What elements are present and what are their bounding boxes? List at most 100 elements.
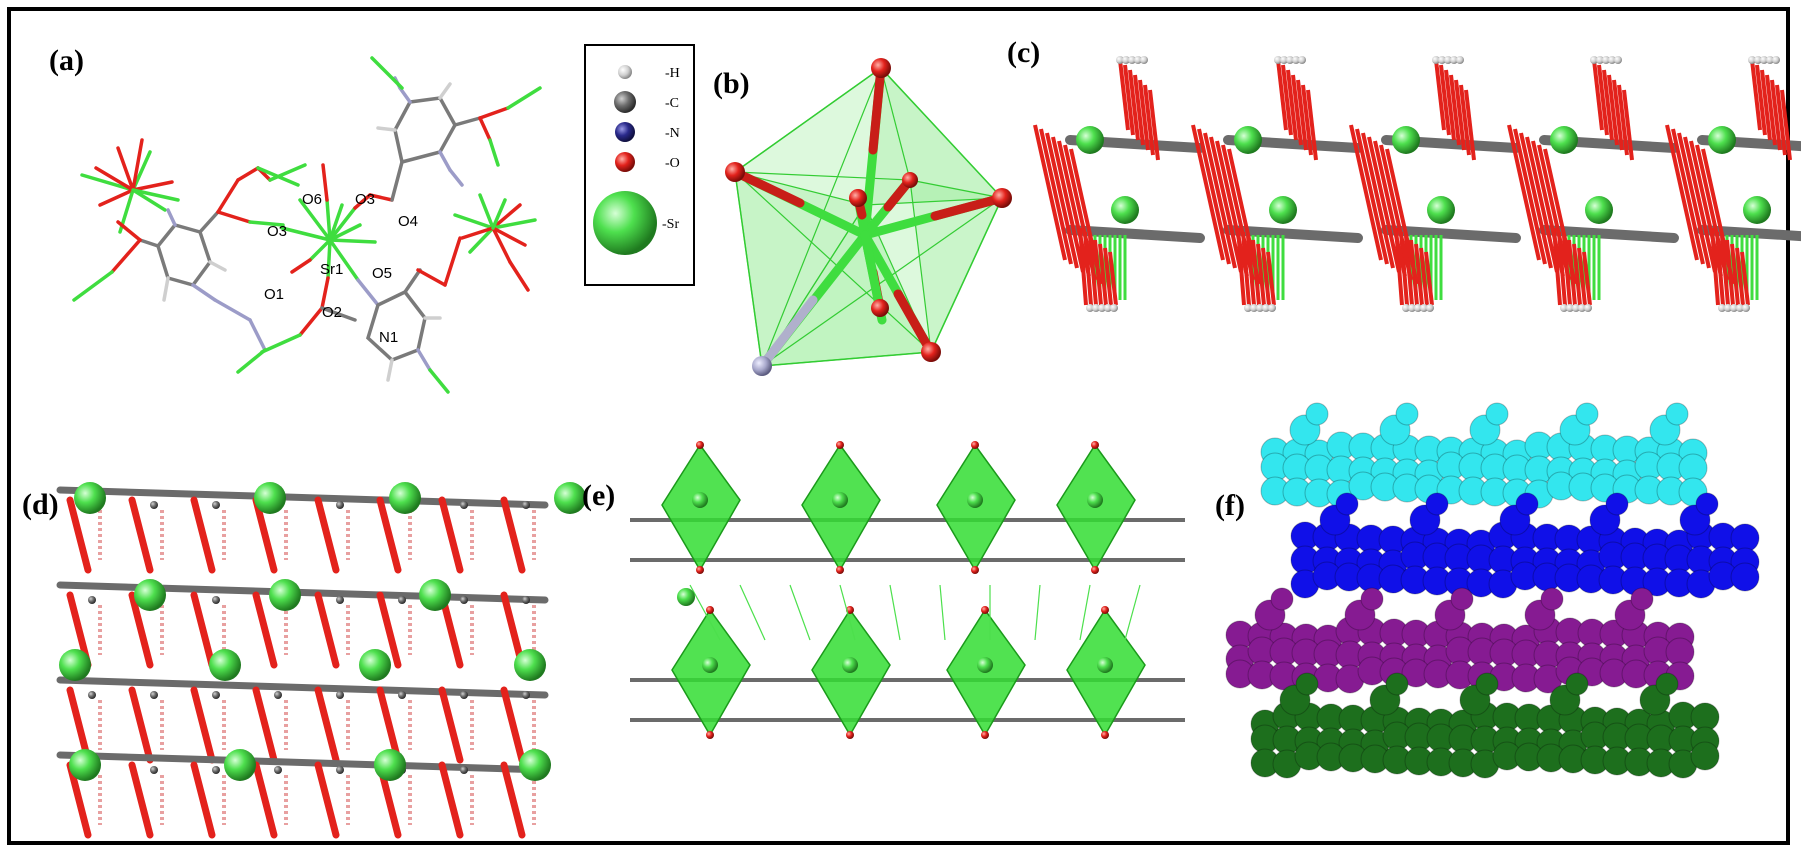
c-h-atom bbox=[1116, 56, 1124, 64]
c-h-atom bbox=[1110, 304, 1118, 312]
c-h-atom bbox=[1736, 304, 1744, 312]
d-o-bond bbox=[190, 761, 216, 839]
c-o-bond bbox=[1770, 79, 1782, 151]
c-o-bond bbox=[1266, 251, 1276, 306]
e-sr-atom bbox=[677, 588, 695, 606]
c-o-bond bbox=[1306, 89, 1318, 161]
d-o-bond bbox=[500, 496, 526, 574]
c-o-bond bbox=[1281, 64, 1293, 136]
d-o-bond bbox=[376, 496, 402, 574]
c-h-atom bbox=[1262, 304, 1270, 312]
d-c-atom bbox=[460, 691, 468, 699]
c-sr-atom bbox=[1392, 126, 1420, 154]
c-h-atom bbox=[1560, 304, 1568, 312]
c-o-bond bbox=[1108, 251, 1118, 306]
c-h-atom bbox=[1426, 304, 1434, 312]
d-o-bond bbox=[376, 686, 402, 764]
e-o-atom bbox=[1091, 441, 1099, 449]
c-h-atom bbox=[1122, 56, 1130, 64]
label-o4: O4 bbox=[398, 213, 418, 230]
e-contact bbox=[1034, 584, 1041, 641]
d-sr-atom bbox=[374, 749, 406, 781]
f-sphere bbox=[1450, 587, 1474, 611]
c-o-bond bbox=[1689, 140, 1723, 277]
d-o-bond bbox=[190, 686, 216, 764]
c-o-bond bbox=[1098, 243, 1108, 306]
f-sphere bbox=[1295, 672, 1319, 696]
c-o-bond bbox=[1602, 69, 1614, 141]
c-sr-atom bbox=[1708, 126, 1736, 154]
d-o-bond bbox=[66, 496, 92, 574]
c-h-atom bbox=[1590, 56, 1598, 64]
d-c-atom bbox=[336, 766, 344, 774]
label-sr1: Sr1 bbox=[320, 261, 343, 278]
c-o-bond bbox=[1123, 64, 1135, 136]
c-o-bond bbox=[1513, 128, 1547, 265]
f-sphere bbox=[1730, 562, 1760, 592]
c-o-bond bbox=[1103, 247, 1113, 306]
d-c-atom bbox=[522, 691, 530, 699]
e-contact bbox=[689, 584, 721, 641]
c-sr-atom bbox=[1111, 196, 1139, 224]
c-o-bond bbox=[1740, 251, 1750, 306]
c-o-bond bbox=[1780, 89, 1792, 161]
c-h-atom bbox=[1438, 56, 1446, 64]
c-o-bond bbox=[1597, 64, 1609, 136]
d-sr-atom bbox=[389, 482, 421, 514]
c-o-bond bbox=[1424, 251, 1434, 306]
f-sphere bbox=[1690, 741, 1720, 771]
e-o-atom bbox=[981, 606, 989, 614]
e-sr-atom bbox=[692, 492, 708, 508]
d-c-atom bbox=[88, 691, 96, 699]
c-o-bond bbox=[1367, 136, 1401, 273]
f-sphere bbox=[1305, 402, 1329, 426]
d-c-atom bbox=[150, 691, 158, 699]
c-h-atom bbox=[1286, 56, 1294, 64]
c-o-bond bbox=[1051, 136, 1085, 273]
c-o-bond bbox=[1543, 148, 1577, 285]
label-o5: O5 bbox=[372, 265, 392, 282]
d-o-bond bbox=[190, 591, 216, 669]
legend-o-icon bbox=[615, 152, 635, 172]
c-o-bond bbox=[1291, 74, 1303, 146]
e-sr-atom bbox=[977, 657, 993, 673]
c-o-bond bbox=[1221, 144, 1255, 281]
c-h-atom bbox=[1748, 56, 1756, 64]
c-backbone bbox=[1223, 225, 1363, 243]
c-h-atom bbox=[1414, 304, 1422, 312]
f-sphere bbox=[1475, 672, 1499, 696]
d-sr-atom bbox=[419, 579, 451, 611]
d-c-atom bbox=[522, 501, 530, 509]
panel-f: (f) bbox=[1215, 402, 1760, 779]
d-o-bond bbox=[128, 496, 154, 574]
e-sr-atom bbox=[967, 492, 983, 508]
c-h-atom bbox=[1274, 56, 1282, 64]
c-o-bond bbox=[1133, 74, 1145, 146]
d-sr-atom bbox=[224, 749, 256, 781]
f-sphere bbox=[1695, 492, 1719, 516]
c-h-atom bbox=[1134, 56, 1142, 64]
panel-a-wireframe bbox=[72, 56, 542, 394]
c-o-bond bbox=[1033, 124, 1067, 261]
c-sr-atom bbox=[1269, 196, 1297, 224]
legend-sr-icon bbox=[593, 191, 657, 255]
d-sr-atom bbox=[269, 579, 301, 611]
panel-e-label: (e) bbox=[582, 479, 615, 512]
c-h-atom bbox=[1256, 304, 1264, 312]
legend-c-icon bbox=[614, 91, 636, 113]
c-o-bond bbox=[1286, 69, 1298, 141]
d-c-atom bbox=[150, 501, 158, 509]
e-contact bbox=[1079, 584, 1091, 641]
coordination-polyhedron bbox=[725, 58, 1012, 376]
c-o-bond bbox=[1138, 79, 1150, 151]
c-o-bond bbox=[1203, 132, 1237, 269]
c-o-bond bbox=[1039, 128, 1073, 265]
d-o-bond bbox=[252, 686, 278, 764]
c-h-atom bbox=[1602, 56, 1610, 64]
d-c-atom bbox=[460, 596, 468, 604]
d-o-bond bbox=[376, 591, 402, 669]
c-h-atom bbox=[1140, 56, 1148, 64]
left-pyridine-ring bbox=[72, 208, 267, 374]
c-o-bond bbox=[1434, 59, 1446, 131]
c-h-atom bbox=[1718, 304, 1726, 312]
